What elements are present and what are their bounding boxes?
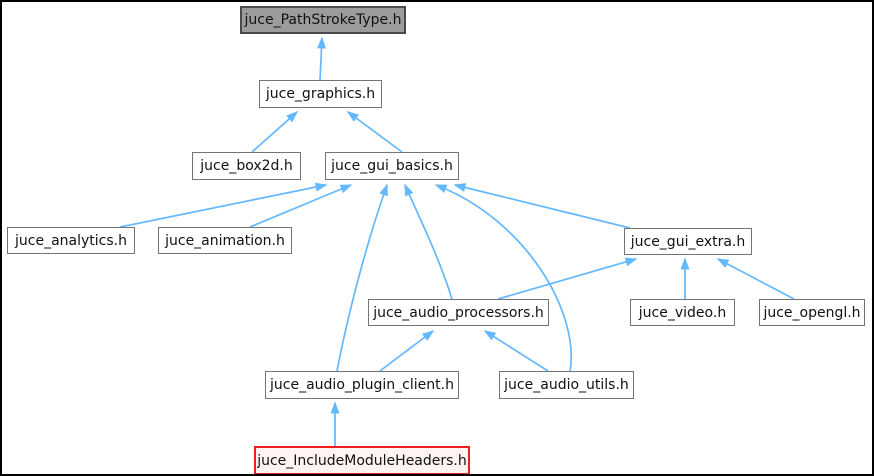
node-juce_audio_processors[interactable]: juce_audio_processors.h	[368, 299, 549, 326]
node-juce_opengl[interactable]: juce_opengl.h	[759, 299, 865, 326]
node-juce_video[interactable]: juce_video.h	[630, 299, 735, 326]
edge-juce_audio_utils-to-juce_audio_processors	[483, 330, 549, 372]
edge-juce_audio_plugin_client-to-juce_audio_processors	[379, 330, 435, 372]
edge-juce_audio_plugin_client-to-juce_gui_basics	[336, 183, 388, 372]
node-juce_graphics[interactable]: juce_graphics.h	[259, 80, 382, 108]
edge-juce_audio_utils-to-juce_gui_basics	[434, 184, 572, 372]
node-juce_audio_plugin_client[interactable]: juce_audio_plugin_client.h	[265, 371, 459, 399]
edge-juce_gui_basics-to-juce_graphics	[346, 111, 403, 153]
node-juce_animation[interactable]: juce_animation.h	[158, 227, 292, 254]
edge-juce_graphics-to-juce_PathStrokeType	[317, 36, 326, 81]
edge-juce_gui_extra-to-juce_gui_basics	[453, 183, 631, 229]
node-juce_analytics[interactable]: juce_analytics.h	[7, 227, 135, 254]
node-juce_gui_basics[interactable]: juce_gui_basics.h	[325, 152, 459, 180]
edge-juce_audio_processors-to-juce_gui_extra	[497, 257, 638, 300]
node-juce_audio_utils[interactable]: juce_audio_utils.h	[499, 371, 634, 399]
edge-juce_box2d-to-juce_graphics	[251, 111, 299, 153]
node-juce_IncludeModuleHeaders[interactable]: juce_IncludeModuleHeaders.h	[254, 446, 470, 474]
node-juce_box2d[interactable]: juce_box2d.h	[192, 152, 301, 180]
edge-juce_animation-to-juce_gui_basics	[249, 184, 353, 228]
edge-juce_opengl-to-juce_gui_extra	[716, 258, 795, 300]
edge-juce_audio_processors-to-juce_gui_basics	[404, 183, 453, 300]
node-juce_gui_extra[interactable]: juce_gui_extra.h	[624, 228, 752, 255]
edge-juce_analytics-to-juce_gui_basics	[119, 182, 328, 228]
node-juce_PathStrokeType: juce_PathStrokeType.h	[240, 6, 406, 34]
